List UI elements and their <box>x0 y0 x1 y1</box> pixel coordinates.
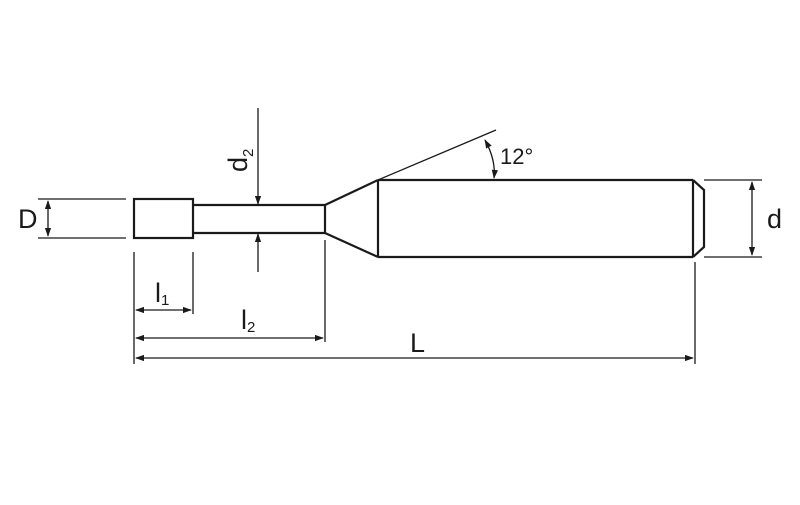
tool-outline <box>132 178 706 259</box>
label-d2: d2 <box>223 149 257 172</box>
label-L: L <box>410 328 425 358</box>
shank <box>378 178 693 259</box>
label-angle: 12° <box>500 144 533 169</box>
neck <box>193 203 325 235</box>
taper <box>324 179 379 259</box>
dim-angle: 12° <box>484 139 533 179</box>
cutting-head <box>132 197 195 240</box>
shank-chamfer <box>692 179 706 258</box>
dim-D: D <box>18 200 52 237</box>
label-d: d <box>767 204 782 234</box>
dim-L: L <box>135 328 694 362</box>
extension-lines <box>38 129 762 364</box>
dim-l2: l2 <box>135 305 324 342</box>
dim-d: d <box>748 181 782 256</box>
label-l2: l2 <box>241 305 255 336</box>
dim-d2: d2 <box>223 108 262 272</box>
dim-l1: l1 <box>135 278 192 314</box>
label-D: D <box>18 204 38 234</box>
label-l1: l1 <box>155 278 169 309</box>
